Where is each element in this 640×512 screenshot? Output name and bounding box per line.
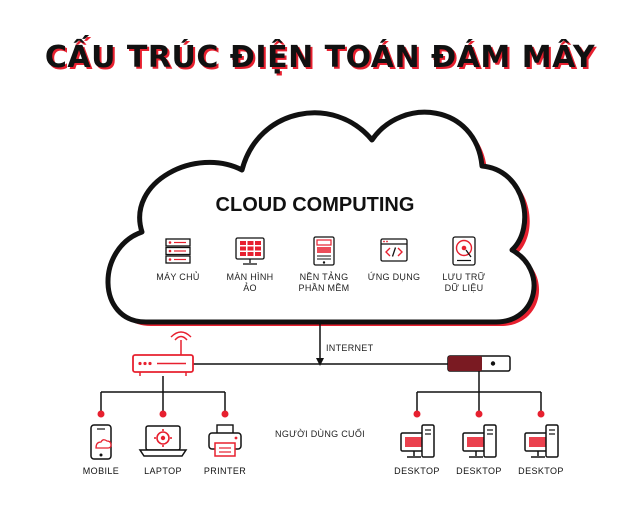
node-dot [475, 410, 483, 418]
server-icon [165, 238, 191, 264]
service-label: MÁY CHỦ [156, 272, 200, 282]
node-dot [159, 410, 167, 418]
node-dot [97, 410, 105, 418]
service-software-platform: NỀN TẢNG PHẦN MỀM [279, 236, 369, 294]
service-label: MÀN HÌNH ẢO [226, 272, 274, 293]
device-label-printer: PRINTER [203, 466, 247, 476]
page-title: CẤU TRÚC ĐIỆN TOÁN ĐÁM MÂY [44, 40, 596, 75]
desktop-icon [462, 424, 497, 458]
mobile-icon [90, 424, 112, 460]
printer-icon [208, 424, 242, 457]
code-window-icon [380, 238, 408, 262]
service-server: MÁY CHỦ [133, 236, 223, 283]
service-virtual-screen: MÀN HÌNH ẢO [205, 236, 295, 294]
hard-drive-icon [452, 236, 476, 266]
device-label-laptop: LAPTOP [144, 466, 182, 476]
router-icon [132, 331, 194, 376]
service-label: LƯU TRỮ DỮ LIỆU [442, 272, 486, 293]
internet-arrow [316, 358, 324, 366]
virtual-screen-icon [235, 237, 265, 265]
cloud-shape [105, 109, 537, 325]
cloud-title: CLOUD COMPUTING [215, 194, 415, 216]
device-label-desktop: DESKTOP [394, 466, 440, 476]
node-dot [221, 410, 229, 418]
service-label: NỀN TẢNG PHẦN MỀM [298, 272, 350, 293]
device-label-desktop: DESKTOP [518, 466, 564, 476]
end-users-label: NGƯỜI DÙNG CUỐI [275, 429, 365, 439]
laptop-icon [138, 425, 188, 457]
service-application: ỨNG DỤNG [349, 236, 439, 283]
switch-icon [447, 355, 511, 372]
software-platform-icon [313, 236, 335, 266]
node-dot [537, 410, 545, 418]
device-label-desktop: DESKTOP [456, 466, 502, 476]
desktop-icon [524, 424, 559, 458]
service-data-storage: LƯU TRỮ DỮ LIỆU [419, 236, 509, 294]
desktop-icon [400, 424, 435, 458]
internet-label: INTERNET [326, 343, 374, 353]
service-label: ỨNG DỤNG [367, 272, 421, 282]
device-label-mobile: MOBILE [82, 466, 120, 476]
node-dot [413, 410, 421, 418]
